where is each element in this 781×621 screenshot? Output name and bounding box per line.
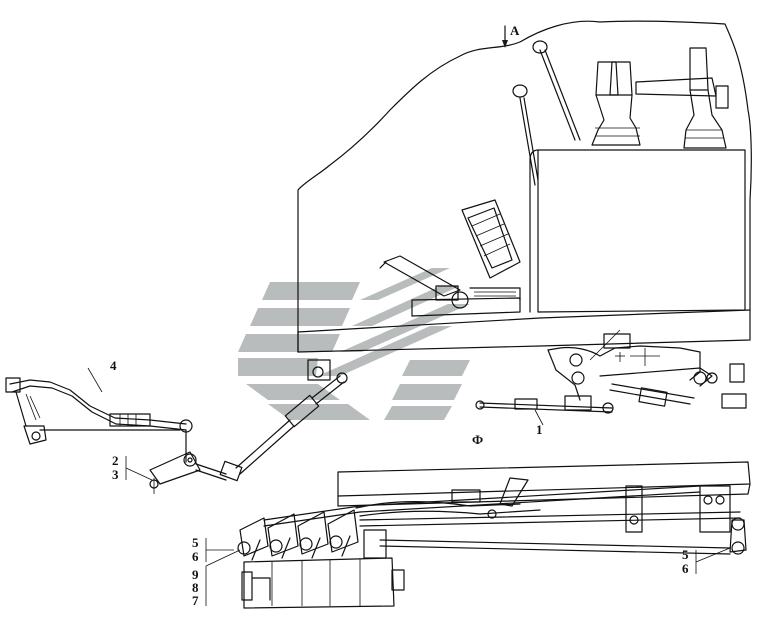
control-console	[512, 40, 746, 313]
pedal-assembly	[379, 199, 521, 317]
callout-3: 3	[112, 467, 119, 482]
section-label-f: Ф	[472, 432, 483, 447]
callout-6-right: 6	[682, 561, 689, 576]
right-linkage: 1	[475, 329, 747, 437]
left-linkage: 4 2 3	[5, 358, 348, 494]
cab-outline	[297, 20, 752, 353]
callout-1: 1	[536, 422, 543, 437]
callout-9: 9	[192, 567, 199, 582]
valve-callouts-right: 5 6	[682, 547, 731, 576]
lower-frame-assembly	[337, 461, 751, 555]
view-arrow-a: A	[502, 23, 520, 48]
callout-7: 7	[192, 593, 199, 608]
callout-2: 2	[112, 453, 119, 468]
valve-callouts-left: 5 6 9 8 7	[192, 535, 241, 608]
view-label-a: A	[510, 23, 520, 38]
callout-6-left: 6	[192, 549, 199, 564]
callout-4: 4	[110, 358, 117, 373]
valve-bank	[237, 505, 405, 609]
callout-5-right: 5	[682, 547, 689, 562]
watermark-logo-icon	[238, 268, 470, 420]
callout-8: 8	[192, 580, 199, 595]
callout-5-left: 5	[192, 535, 199, 550]
